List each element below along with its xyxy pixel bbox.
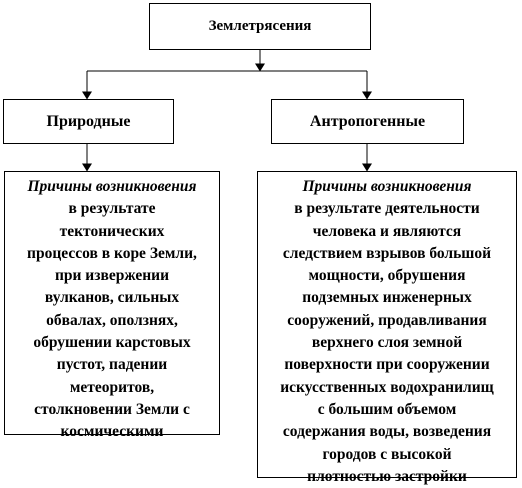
description-line: в результате bbox=[68, 200, 156, 218]
description-body-natural: в результате тектонических процессов в к… bbox=[5, 198, 219, 443]
description-line: с большим объемом bbox=[317, 400, 457, 418]
description-line: городов с высокой bbox=[322, 445, 452, 463]
description-body-anthropogenic: в результате деятельности человека и явл… bbox=[258, 198, 516, 488]
description-line: столкновении Земли с bbox=[34, 400, 190, 418]
description-line: обвалах, оползнях, bbox=[46, 311, 178, 329]
description-line: космическими bbox=[60, 423, 164, 441]
description-line: пустот, падении bbox=[56, 356, 168, 374]
description-line: следствием взрывов большой bbox=[282, 244, 492, 262]
description-line: тектонических bbox=[59, 222, 165, 240]
root-node-label: Землетрясения bbox=[208, 18, 312, 34]
category-label-natural: Природные bbox=[46, 112, 131, 130]
description-line: сооружений, продавливания bbox=[287, 311, 487, 329]
description-line: подземных инженерных bbox=[302, 289, 472, 307]
category-label-anthropogenic: Антропогенные bbox=[309, 112, 426, 130]
description-line: в результате деятельности bbox=[294, 200, 480, 218]
description-line: верхнего слоя земной bbox=[311, 334, 463, 352]
description-line: обрушении карстовых bbox=[33, 334, 191, 352]
description-line: мощности, обрушения bbox=[308, 267, 466, 285]
category-node-anthropogenic: Антропогенные bbox=[271, 99, 464, 144]
description-line: процессов в коре Земли, bbox=[27, 244, 197, 262]
description-line: поверхности при сооружении bbox=[284, 356, 490, 374]
root-node: Землетрясения bbox=[149, 3, 371, 50]
description-line: метеоритов, bbox=[69, 378, 155, 396]
description-heading-natural: Причины возникновения bbox=[27, 178, 197, 195]
description-line: плотностью застройки bbox=[307, 467, 467, 485]
description-line: вулканов, сильных bbox=[44, 289, 180, 307]
description-line: содержания воды, возведения bbox=[282, 423, 492, 441]
description-line: искусственных водохранилищ bbox=[280, 378, 494, 396]
description-heading-anthropogenic: Причины возникновения bbox=[302, 178, 472, 195]
description-box-anthropogenic: Причины возникновения в результате деяте… bbox=[257, 171, 517, 485]
description-line: при извержении bbox=[54, 267, 170, 285]
category-node-natural: Природные bbox=[3, 99, 174, 144]
description-line: человека и являются bbox=[312, 222, 462, 240]
description-box-natural: Причины возникновения в результате текто… bbox=[4, 171, 220, 440]
